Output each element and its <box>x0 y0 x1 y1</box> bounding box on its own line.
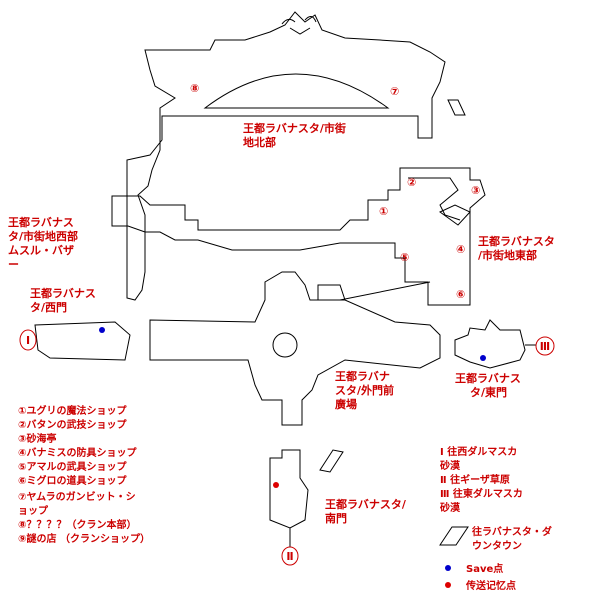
teleport-point-legend-label: 传送记忆点 <box>465 579 516 592</box>
save-point-legend-dot <box>445 565 451 571</box>
save-point-legend-label: Save点 <box>466 562 503 575</box>
south-gate-outline <box>269 449 309 529</box>
plaza-fountain <box>272 332 298 358</box>
save-point-west <box>99 327 105 333</box>
palace-ornament <box>281 16 317 35</box>
downtown-exit-north <box>447 99 466 116</box>
downtown-exit-south <box>319 449 344 473</box>
exit-2-ring <box>281 546 299 566</box>
marker-6: ⑥ <box>456 288 465 301</box>
area-label-south-gate: 王都ラバナスタ/ 南門 <box>325 497 410 525</box>
east-gate-outline <box>454 319 526 369</box>
area-label-east-gate: 王都ラバナス タ/東門 <box>455 371 525 399</box>
shop-legend: ①ユグリの魔法ショップ ②バタンの武技ショップ ③砂海亭 ④バナミスの防具ショッ… <box>18 404 150 545</box>
downtown-legend: 往ラバナスタ・ダ ウンタウン <box>472 525 555 552</box>
downtown-exit-symbol <box>439 526 469 546</box>
exit-1-ring <box>19 329 37 351</box>
exit-3-ring <box>535 336 555 356</box>
central-plaza-outline <box>34 271 441 426</box>
east-street-inner <box>408 177 461 221</box>
area-label-west-gate: 王都ラバナス タ/西門 <box>30 286 100 314</box>
area-label-west-street: 王都ラバナス タ/市街地西部 ムスル・バザ ー <box>8 215 82 271</box>
exit-3-label: Ⅲ <box>540 340 550 353</box>
area-label-north: 王都ラバナスタ/市街 地北部 <box>243 121 350 149</box>
exit-legend: Ⅰ 往西ダルマスカ 砂漠 Ⅱ 往ギーザ草原 Ⅲ 往東ダルマスカ 砂漠 <box>439 445 526 514</box>
connector-to-east-street <box>339 281 431 301</box>
area-label-east-street: 王都ラバナスタ /市街地東部 <box>478 234 559 262</box>
teleport-point-south <box>273 482 279 488</box>
marker-5: ⑤ <box>400 251 409 264</box>
plaza-northeast-room <box>317 284 346 301</box>
marker-3: ③ <box>471 184 480 197</box>
downtown-exit-east <box>439 204 471 226</box>
palace-courtyard <box>203 73 390 109</box>
marker-8: ⑧ <box>190 82 199 95</box>
exit-2-label: Ⅱ <box>286 550 293 563</box>
marker-4: ④ <box>456 243 465 256</box>
area-label-outer-gate: 王都ラバナ スタ/外門前 廣場 <box>335 369 398 411</box>
marker-1: ① <box>379 205 388 218</box>
palace-outline <box>126 11 446 301</box>
marker-2: ② <box>407 176 416 189</box>
middle-streets-outline <box>111 167 486 306</box>
marker-7: ⑦ <box>390 85 399 98</box>
save-point-east <box>480 355 486 361</box>
teleport-point-legend-dot <box>445 582 451 588</box>
exit-1-label: Ⅰ <box>26 334 30 347</box>
